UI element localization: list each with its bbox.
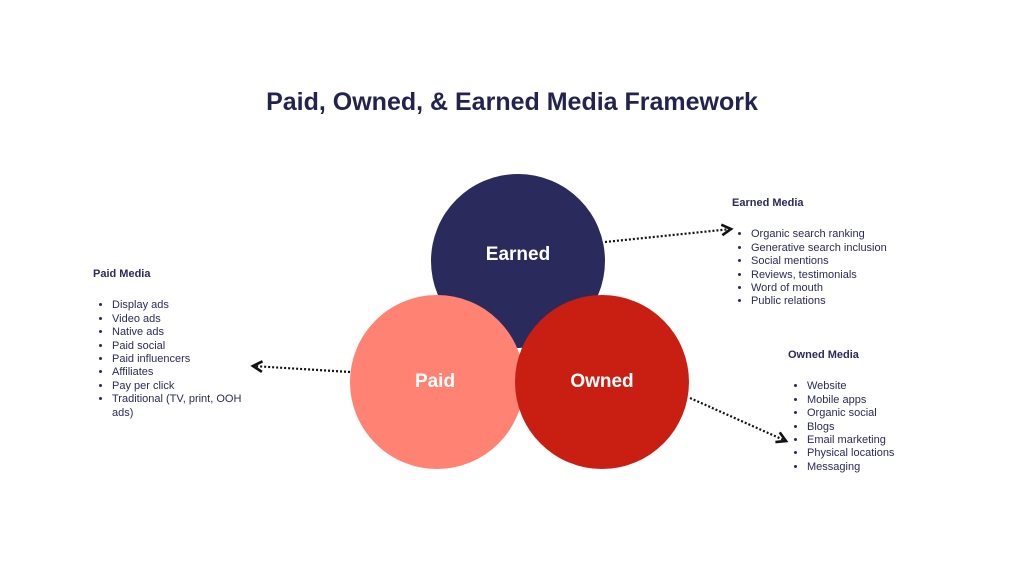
list-item: Mobile apps xyxy=(807,394,894,407)
list-item: Video ads xyxy=(112,313,243,326)
owned-label: Owned xyxy=(570,371,634,392)
paid-label: Paid xyxy=(414,371,456,392)
list-item: Social mentions xyxy=(751,255,887,268)
earned-heading: Earned Media xyxy=(732,197,804,209)
list-item: Organic search ranking xyxy=(751,228,887,241)
owned-arrow xyxy=(689,396,789,444)
page-title: Paid, Owned, & Earned Media Framework xyxy=(266,88,758,116)
owned-media-panel: Owned Media Website Mobile apps Organic … xyxy=(788,349,894,474)
list-item: Public relations xyxy=(751,295,887,308)
paid-circle xyxy=(350,295,524,469)
paid-arrow xyxy=(250,360,351,374)
owned-heading: Owned Media xyxy=(788,349,859,361)
list-item: Word of mouth xyxy=(751,282,887,295)
list-item: Traditional (TV, print, OOH ads) xyxy=(112,393,243,420)
list-item: Display ads xyxy=(112,299,243,312)
owned-circle xyxy=(515,295,689,469)
list-item: Organic social xyxy=(807,407,894,420)
paid-heading: Paid Media xyxy=(93,268,151,280)
list-item: Reviews, testimonials xyxy=(751,269,887,282)
list-item: Pay per click xyxy=(112,380,243,393)
list-item: Email marketing xyxy=(807,434,894,447)
earned-arrow xyxy=(604,223,734,244)
earned-label: Earned xyxy=(485,244,551,265)
list-item: Paid influencers xyxy=(112,353,243,366)
list-item: Blogs xyxy=(807,421,894,434)
list-item: Paid social xyxy=(112,340,243,353)
list-item: Website xyxy=(807,380,894,393)
earned-media-panel: Earned Media Organic search ranking Gene… xyxy=(732,197,887,309)
list-item: Physical locations xyxy=(807,447,894,460)
paid-media-panel: Paid Media Display ads Video ads Native … xyxy=(93,268,243,420)
list-item: Affiliates xyxy=(112,366,243,379)
list-item: Messaging xyxy=(807,461,894,474)
list-item: Generative search inclusion xyxy=(751,242,887,255)
list-item: Native ads xyxy=(112,326,243,339)
